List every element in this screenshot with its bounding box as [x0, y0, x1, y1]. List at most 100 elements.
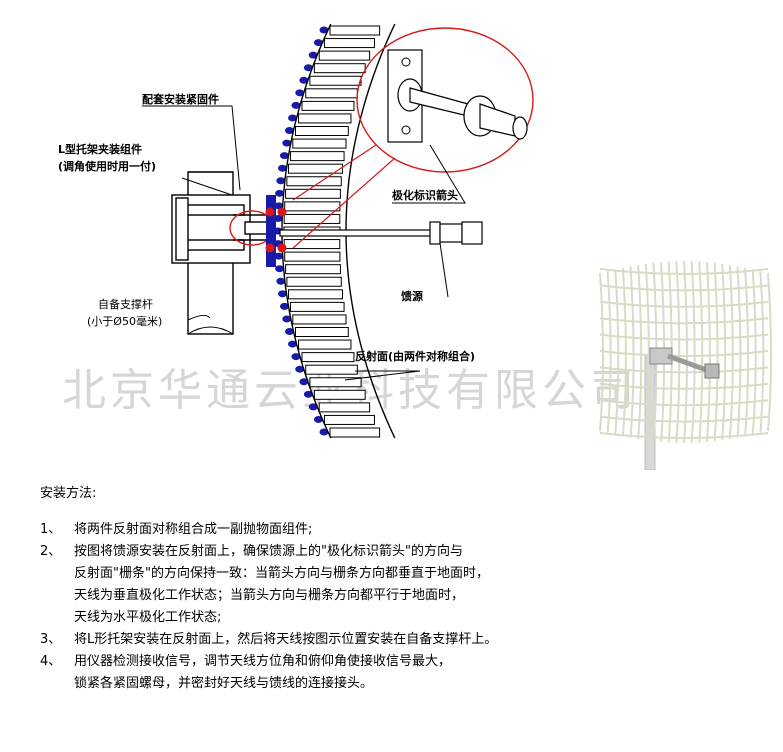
reflector-slat: [295, 327, 349, 337]
photo-grid-bar: [767, 272, 772, 432]
reflector-clip: [279, 302, 289, 310]
photo-grid-bar: [736, 266, 742, 438]
l-bracket-clamp: [171, 194, 268, 264]
feed-boom: [279, 221, 483, 245]
instruction-step: 3、 将L形托架安装在反射面上，然后将天线按图示位置安装在自备支撑杆上。: [40, 629, 760, 651]
reflector-clip: [277, 164, 287, 172]
reflector-slat: [295, 126, 349, 136]
step-text: 按图将馈源安装在反射面上，确保馈源上的"极化标识箭头"的方向与: [74, 544, 463, 559]
reflector-slat: [285, 188, 341, 199]
instruction-step: 4、 用仪器检测接收信号，调节天线方位角和俯仰角使接收信号最大， 锁紧各紧固螺母…: [40, 651, 760, 695]
photo-grid-bar: [759, 271, 765, 433]
instructions-title: 安装方法:: [40, 486, 97, 501]
antenna-photo: [599, 260, 772, 470]
reflector-slat: [318, 402, 371, 413]
reflector-slat: [313, 63, 366, 74]
step-text: 反射面"栅条"的方向保持一致：当箭头方向与栅条方向都垂直于地面时，: [74, 566, 489, 581]
step-text: 将L形托架安装在反射面上，然后将天线按图示位置安装在自备支撑杆上。: [74, 632, 498, 647]
reflector-clip: [275, 265, 285, 273]
reflector-slat: [323, 414, 375, 425]
photo-grid-bar: [599, 399, 769, 407]
photo-grid-bar: [599, 317, 769, 325]
reflector-clip: [275, 189, 285, 197]
reflector-slat: [289, 301, 345, 312]
step-number: 2、: [40, 544, 62, 559]
reflector-slat: [286, 176, 342, 187]
reflector-slat: [329, 25, 381, 36]
instruction-step: 2、 按图将馈源安装在反射面上，确保馈源上的"极化标识箭头"的方向与 反射面"栅…: [40, 541, 760, 629]
step-number: 1、: [40, 522, 62, 537]
reflector-clip: [285, 328, 294, 335]
label-bracket-line1: L型托架夹装组件: [58, 142, 142, 156]
step-text: 锁紧各紧固螺母，并密封好天线与馈线的连接接头。: [74, 676, 374, 691]
reflector-slat: [283, 213, 341, 224]
reflector-clip: [303, 390, 313, 398]
reflector-slat: [292, 314, 347, 325]
reflector-slat: [286, 276, 342, 287]
reflector-clip: [291, 101, 301, 109]
photo-grid-bar: [606, 271, 612, 433]
reflector-slat: [292, 138, 347, 149]
photo-grid-bar: [599, 268, 769, 275]
reflector-clip: [308, 403, 318, 411]
photo-grid-bar: [728, 265, 734, 439]
reflector-clip: [313, 415, 323, 423]
label-feed: 馈源: [401, 289, 423, 303]
reflector-clip: [295, 365, 305, 373]
reflector-slat: [305, 88, 358, 99]
reflector-slat: [283, 239, 341, 250]
reflector-slat: [298, 113, 352, 124]
photo-grid-bar: [599, 366, 769, 374]
photo-grid-bar: [675, 261, 681, 443]
mounting-plate: [265, 195, 287, 267]
reflector-clip: [291, 353, 301, 361]
step-text: 用仪器检测接收信号，调节天线方位角和俯仰角使接收信号最大，: [74, 654, 452, 669]
reflector-slat: [323, 38, 375, 49]
photo-grid-bar: [599, 333, 769, 341]
reflector-clip: [288, 340, 298, 348]
label-leaders: [142, 105, 466, 381]
photo-grid-bar: [698, 261, 704, 443]
reflector-slat: [287, 289, 343, 300]
photo-grid-bar: [599, 432, 769, 439]
reflector-clip: [282, 315, 292, 323]
reflector-grid: [273, 23, 396, 439]
polarization-callout: [292, 27, 534, 249]
label-reflector: 反射面(由两件对称组合): [355, 349, 475, 363]
photo-grid-bar: [683, 260, 688, 444]
reflector-clip: [319, 428, 329, 436]
reflector-slat: [285, 264, 341, 275]
step-text: 将两件反射面对称组合成一副抛物面组件;: [74, 522, 313, 537]
photo-grid-bar: [599, 284, 769, 292]
photo-grid-bar: [599, 272, 604, 432]
reflector-clip: [282, 139, 292, 147]
step-number: 3、: [40, 632, 62, 647]
reflector-slat: [301, 100, 355, 111]
reflector-clip: [276, 177, 286, 185]
photo-grid-bar: [690, 261, 696, 443]
photo-grid-bar: [599, 300, 769, 308]
reflector-slat: [313, 389, 366, 400]
reflector-clip: [299, 378, 309, 386]
reflector-slat: [287, 163, 343, 174]
label-polarization: 极化标识箭头: [392, 188, 458, 202]
reflector-clip: [303, 64, 313, 72]
reflector-slat: [284, 201, 341, 212]
reflector-clip: [274, 252, 284, 260]
reflector-clip: [299, 76, 309, 84]
reflector-slat: [305, 364, 358, 375]
reflector-clip: [319, 26, 329, 34]
reflector-slat: [298, 339, 352, 350]
label-bracket-line2: (调角使用时用一付): [58, 159, 156, 173]
antenna-installation-diagram: 北京华通云业科技有限公司: [58, 23, 772, 470]
reflector-clip: [313, 39, 323, 47]
step-text: 天线为垂直极化工作状态；当箭头方向与栅条方向都平行于地面时，: [74, 588, 465, 603]
reflector-clip: [288, 114, 298, 122]
reflector-clip: [276, 277, 286, 285]
reflector-slat: [309, 377, 362, 388]
photo-grid-bar: [744, 267, 750, 437]
step-number: 4、: [40, 654, 62, 669]
reflector-slat: [309, 75, 362, 86]
photo-grid-bar: [599, 350, 769, 357]
photo-grid-bar: [599, 415, 769, 423]
